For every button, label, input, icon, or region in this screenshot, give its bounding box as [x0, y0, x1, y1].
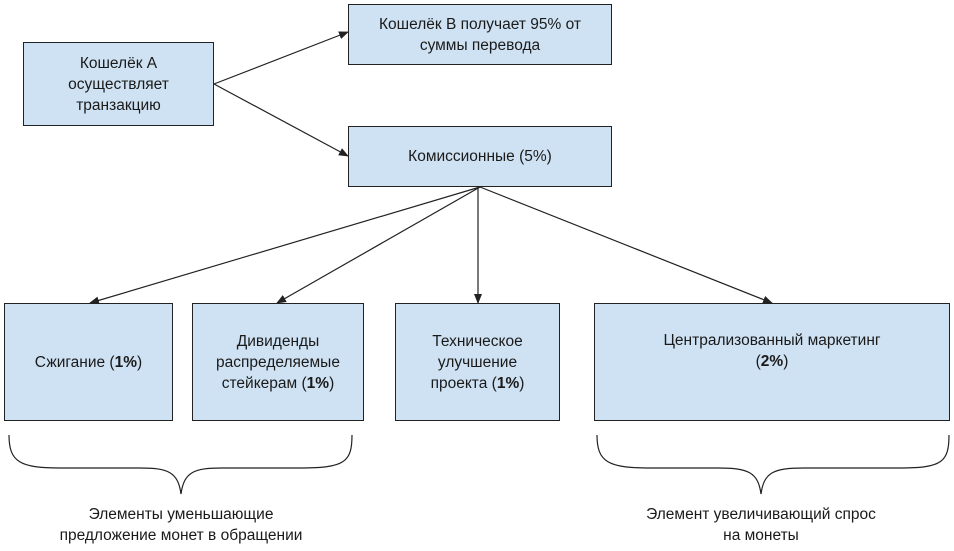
- brace-left: [8, 434, 353, 495]
- tech-line-3: проекта (1%): [430, 374, 525, 392]
- source-wallet-node: Кошелёк А осуществляет транзакцию: [23, 42, 214, 126]
- marketing-node: Централизованный маркетинг (2%): [594, 303, 950, 421]
- demand-increasing-caption: Элемент увеличивающий спрос на монеты: [610, 504, 912, 546]
- tech-line-1: Техническое: [432, 332, 523, 350]
- arrow-to-marketing: [479, 186, 773, 304]
- marketing-line-1: Централизованный маркетинг: [663, 332, 881, 349]
- dividends-line-3: стейкерам (1%): [221, 374, 335, 392]
- fee-node: Комиссионные (5%): [348, 126, 612, 187]
- receiver-wallet-node: Кошелёк В получает 95% от суммы перевода: [348, 4, 612, 65]
- dividends-line-2: распределяемые: [216, 353, 340, 371]
- marketing-line-2: (2%): [755, 353, 789, 370]
- dividends-line-1: Дивиденды: [236, 332, 320, 350]
- arrow-to-receiver: [213, 31, 349, 85]
- demand-caption-line-1: Элемент увеличивающий спрос: [646, 506, 876, 523]
- receiver-line-1: Кошелёк В получает 95% от: [379, 15, 581, 33]
- source-line-3: транзакцию: [76, 96, 161, 114]
- burn-label: Сжигание (1%): [34, 353, 143, 371]
- brace-right: [596, 434, 950, 495]
- tech-line-2: улучшение: [437, 353, 518, 371]
- receiver-line-2: суммы перевода: [419, 36, 541, 54]
- source-line-2: осуществляет: [68, 75, 169, 93]
- supply-reducing-caption: Элементы уменьшающие предложение монет в…: [20, 504, 342, 546]
- fee-label: Комиссионные (5%): [408, 148, 552, 165]
- tech-improvement-node: Техническое улучшение проекта (1%): [395, 303, 560, 421]
- supply-caption-line-2: предложение монет в обращении: [59, 527, 303, 544]
- arrow-to-burn: [89, 186, 481, 305]
- demand-caption-line-2: на монеты: [723, 527, 799, 544]
- supply-caption-line-1: Элементы уменьшающие: [88, 506, 274, 523]
- burn-node: Сжигание (1%): [4, 303, 173, 421]
- dividends-node: Дивиденды распределяемые стейкерам (1%): [192, 303, 364, 421]
- arrow-to-dividends: [276, 186, 481, 304]
- arrow-to-fee: [213, 83, 349, 157]
- source-line-1: Кошелёк А: [79, 54, 158, 72]
